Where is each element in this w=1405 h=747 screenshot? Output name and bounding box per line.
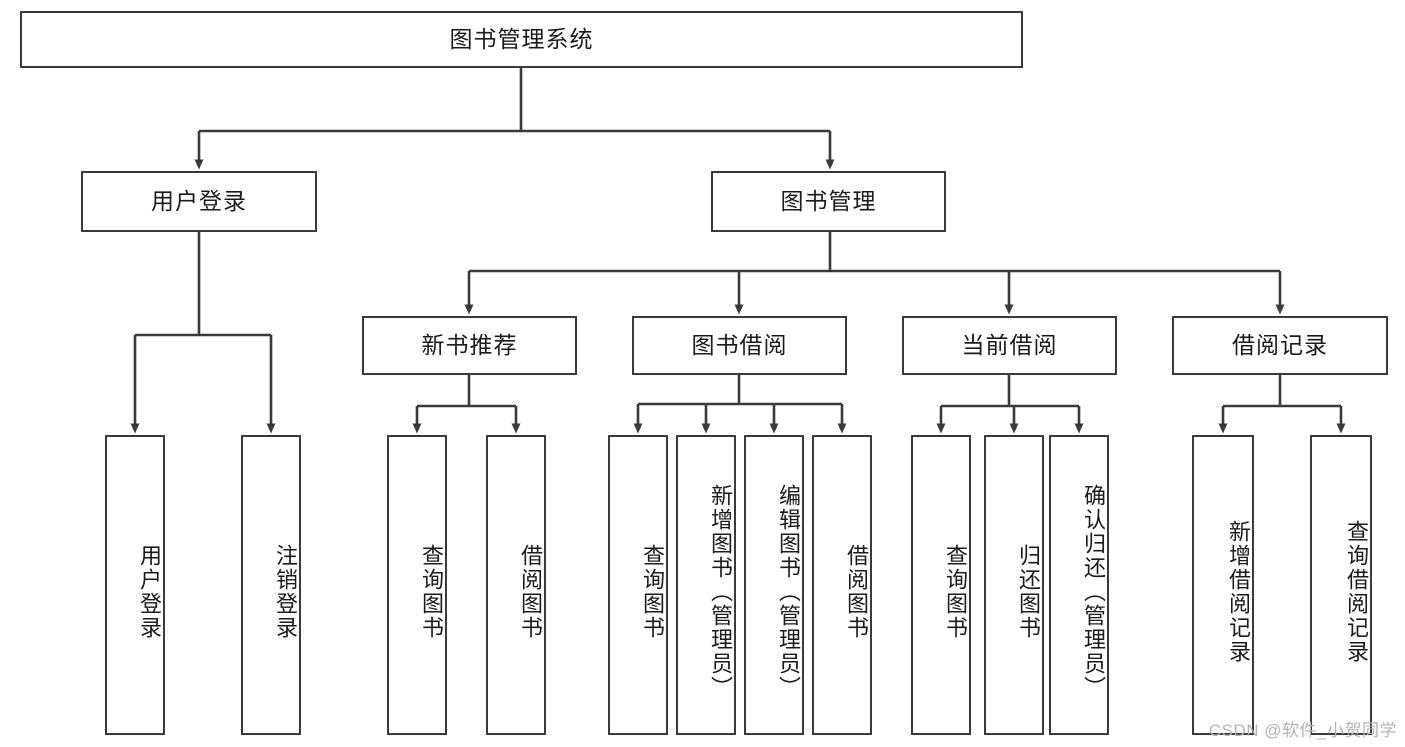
node-current-borrow[interactable]: 当前借阅 <box>902 316 1117 375</box>
leaf-user-login[interactable]: 用户登录 <box>105 435 165 735</box>
leaf-newbook-borrow-book[interactable]: 借阅图书 <box>486 435 546 735</box>
csdn-watermark: CSDN @软件_小贺同学 <box>1208 721 1397 740</box>
leaf-record-query[interactable]: 查询借阅记录 <box>1310 435 1372 735</box>
node-user-login[interactable]: 用户登录 <box>81 171 317 232</box>
node-user-login-label: 用户登录 <box>151 187 247 214</box>
leaf-current-query-book-label: 查询图书 <box>943 544 968 640</box>
leaf-current-confirm-return-label: 确认归还（管理员） <box>1081 484 1106 700</box>
node-book-management[interactable]: 图书管理 <box>711 171 946 232</box>
leaf-borrow-add-book-label: 新增图书（管理员） <box>708 484 733 700</box>
node-current-borrow-label: 当前借阅 <box>961 331 1058 358</box>
leaf-newbook-query-book-label: 查询图书 <box>419 544 444 640</box>
leaf-logout-label: 注销登录 <box>273 544 298 640</box>
leaf-borrow-query-book[interactable]: 查询图书 <box>608 435 668 735</box>
node-borrow-record[interactable]: 借阅记录 <box>1172 316 1388 375</box>
leaf-newbook-query-book[interactable]: 查询图书 <box>387 435 447 735</box>
node-new-book-recommend[interactable]: 新书推荐 <box>362 316 577 375</box>
node-borrow-record-label: 借阅记录 <box>1232 331 1328 358</box>
leaf-newbook-borrow-book-label: 借阅图书 <box>518 544 543 640</box>
node-book-management-label: 图书管理 <box>780 187 877 214</box>
node-book-borrow-label: 图书借阅 <box>691 331 788 358</box>
leaf-borrow-add-book[interactable]: 新增图书（管理员） <box>676 435 736 735</box>
leaf-current-return-book[interactable]: 归还图书 <box>984 435 1044 735</box>
node-root[interactable]: 图书管理系统 <box>20 11 1023 68</box>
node-root-label: 图书管理系统 <box>449 25 594 52</box>
leaf-borrow-lend-book[interactable]: 借阅图书 <box>812 435 872 735</box>
leaf-record-query-label: 查询借阅记录 <box>1344 520 1369 664</box>
leaf-logout[interactable]: 注销登录 <box>241 435 301 735</box>
leaf-borrow-query-book-label: 查询图书 <box>640 544 665 640</box>
leaf-record-add-label: 新增借阅记录 <box>1226 520 1251 664</box>
leaf-borrow-edit-book[interactable]: 编辑图书（管理员） <box>744 435 804 735</box>
leaf-record-add[interactable]: 新增借阅记录 <box>1192 435 1254 735</box>
leaf-current-confirm-return[interactable]: 确认归还（管理员） <box>1049 435 1109 735</box>
node-book-borrow[interactable]: 图书借阅 <box>632 316 847 375</box>
leaf-borrow-lend-book-label: 借阅图书 <box>844 544 869 640</box>
leaf-current-query-book[interactable]: 查询图书 <box>911 435 971 735</box>
leaf-user-login-label: 用户登录 <box>137 544 162 640</box>
leaf-borrow-edit-book-label: 编辑图书（管理员） <box>776 484 801 700</box>
leaf-current-return-book-label: 归还图书 <box>1016 544 1041 640</box>
node-new-book-recommend-label: 新书推荐 <box>421 331 518 358</box>
